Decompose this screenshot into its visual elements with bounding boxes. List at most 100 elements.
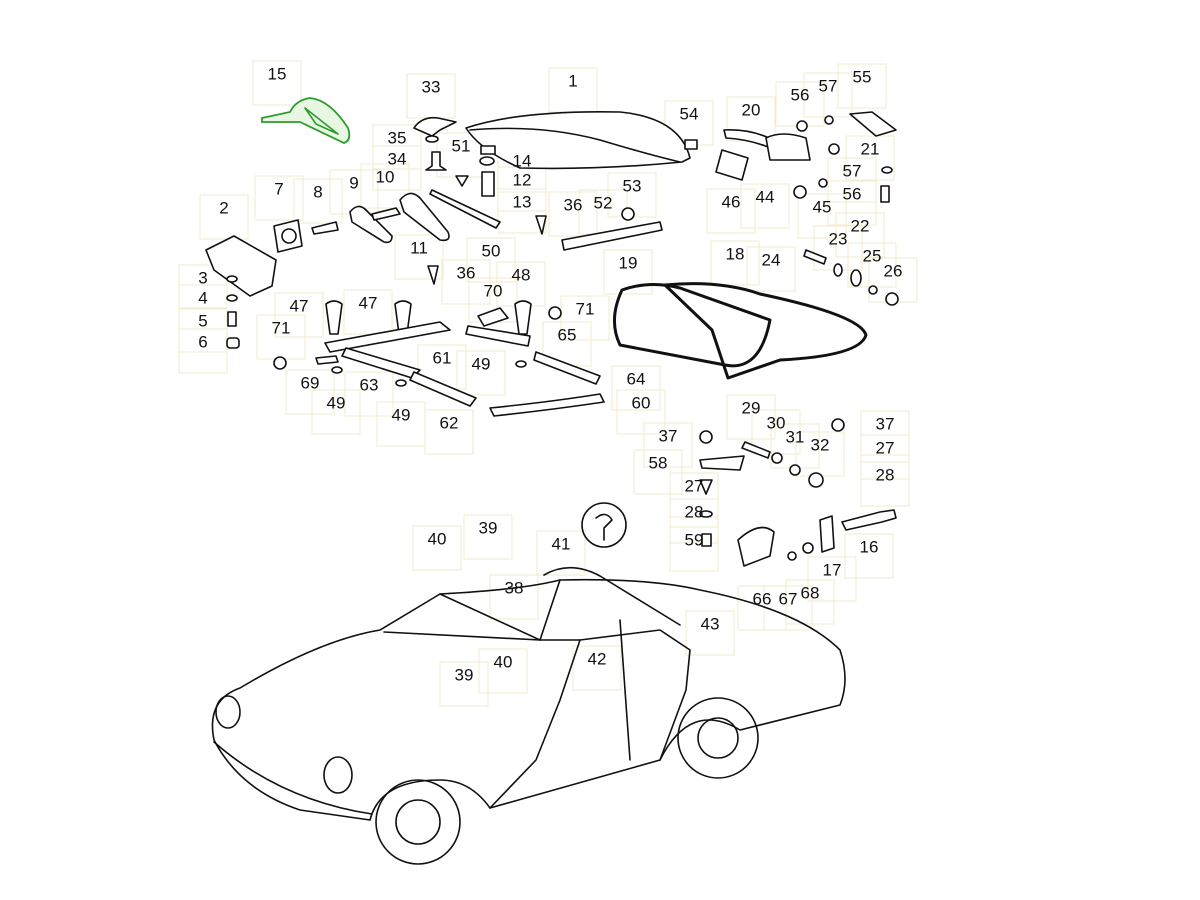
part-label-32[interactable]: 32: [811, 435, 830, 454]
part-label-45[interactable]: 45: [813, 197, 832, 216]
part-65-rail[interactable]: [465, 325, 531, 347]
part-label-31[interactable]: 31: [786, 427, 805, 446]
part-label-64[interactable]: 64: [627, 369, 646, 388]
part-label-23[interactable]: 23: [829, 229, 848, 248]
part-label-2[interactable]: 2: [219, 198, 228, 217]
part-label-54[interactable]: 54: [680, 104, 699, 123]
part-53-screw[interactable]: [621, 207, 635, 221]
part-61-rail[interactable]: [324, 321, 451, 353]
part-label-40[interactable]: 40: [428, 529, 447, 548]
part-label-3[interactable]: 3: [198, 268, 207, 287]
part-52-strip[interactable]: [561, 221, 663, 251]
part-64-rail[interactable]: [533, 351, 601, 385]
part-label-47[interactable]: 47: [290, 296, 309, 315]
part-label-49[interactable]: 49: [472, 354, 491, 373]
part-label-4[interactable]: 4: [198, 288, 207, 307]
part-label-47[interactable]: 47: [359, 293, 378, 312]
part-13[interactable]: [481, 171, 495, 197]
part-label-42[interactable]: 42: [588, 649, 607, 668]
part-label-65[interactable]: 65: [558, 325, 577, 344]
part-label-29[interactable]: 29: [742, 398, 761, 417]
part-label-10[interactable]: 10: [376, 167, 395, 186]
part-label-71[interactable]: 71: [576, 299, 595, 318]
part-2-latch[interactable]: [205, 235, 277, 297]
part-12[interactable]: [479, 156, 495, 166]
part-label-33[interactable]: 33: [422, 77, 441, 96]
part-label-19[interactable]: 19: [619, 253, 638, 272]
part-label-48[interactable]: 48: [512, 265, 531, 284]
part-label-58[interactable]: 58: [649, 453, 668, 472]
part-label-49[interactable]: 49: [392, 405, 411, 424]
part-label-27[interactable]: 27: [685, 476, 704, 495]
part-14[interactable]: [480, 145, 496, 155]
part-label-57[interactable]: 57: [819, 76, 838, 95]
part-15-handle[interactable]: [261, 97, 351, 144]
part-1-hardtop[interactable]: [465, 111, 691, 170]
part-label-11[interactable]: 11: [410, 238, 428, 257]
part-label-18[interactable]: 18: [726, 244, 745, 263]
part-label-56[interactable]: 56: [791, 85, 810, 104]
part-label-52[interactable]: 52: [594, 193, 613, 212]
part-label-59[interactable]: 59: [685, 530, 704, 549]
part-8[interactable]: [311, 221, 339, 235]
part-label-53[interactable]: 53: [623, 176, 642, 195]
part-label-28[interactable]: 28: [876, 465, 895, 484]
part-label-30[interactable]: 30: [767, 413, 786, 432]
part-label-41[interactable]: 41: [552, 534, 571, 553]
part-label-8[interactable]: 8: [313, 182, 322, 201]
part-label-50[interactable]: 50: [482, 241, 501, 260]
part-label-49[interactable]: 49: [327, 393, 346, 412]
part-label-56[interactable]: 56: [843, 184, 862, 203]
part-label-60[interactable]: 60: [632, 393, 651, 412]
part-11[interactable]: [399, 192, 450, 242]
part-label-17[interactable]: 17: [823, 560, 842, 579]
part-label-70[interactable]: 70: [484, 281, 503, 300]
part-label-71[interactable]: 71: [272, 318, 291, 337]
part-label-36[interactable]: 36: [564, 195, 583, 214]
part-label-22[interactable]: 22: [851, 216, 870, 235]
part-62-rail[interactable]: [409, 371, 477, 407]
part-label-38[interactable]: 38: [505, 578, 524, 597]
part-label-69[interactable]: 69: [301, 373, 320, 392]
part-label-37[interactable]: 37: [659, 426, 678, 445]
part-35[interactable]: [425, 135, 439, 143]
part-label-27[interactable]: 27: [876, 438, 895, 457]
part-label-24[interactable]: 24: [762, 250, 781, 269]
part-label-12[interactable]: 12: [513, 170, 532, 189]
part-label-34[interactable]: 34: [388, 149, 407, 168]
part-label-20[interactable]: 20: [742, 100, 761, 119]
part-label-15[interactable]: 15: [268, 64, 287, 83]
part-50[interactable]: [429, 189, 501, 229]
part-label-39[interactable]: 39: [479, 518, 498, 537]
part-10[interactable]: [371, 207, 401, 221]
part-label-16[interactable]: 16: [860, 537, 879, 556]
part-label-37[interactable]: 37: [876, 414, 895, 433]
part-label-6[interactable]: 6: [198, 332, 207, 351]
part-label-43[interactable]: 43: [701, 614, 720, 633]
part-18-19-frames[interactable]: [613, 282, 868, 380]
part-51[interactable]: [455, 175, 469, 187]
part-label-57[interactable]: 57: [843, 161, 862, 180]
part-label-7[interactable]: 7: [274, 179, 283, 198]
part-63-rail[interactable]: [341, 347, 421, 379]
part-33[interactable]: [413, 116, 457, 137]
part-label-51[interactable]: 51: [452, 136, 471, 155]
part-label-40[interactable]: 40: [494, 652, 513, 671]
part-label-28[interactable]: 28: [685, 502, 704, 521]
part-label-55[interactable]: 55: [853, 67, 872, 86]
part-label-14[interactable]: 14: [513, 151, 532, 170]
part-60-rail[interactable]: [489, 393, 605, 417]
part-label-61[interactable]: 61: [433, 348, 452, 367]
part-label-5[interactable]: 5: [198, 311, 207, 330]
part-54[interactable]: [684, 139, 698, 150]
part-label-66[interactable]: 66: [753, 589, 772, 608]
part-label-26[interactable]: 26: [884, 261, 903, 280]
part-label-68[interactable]: 68: [801, 583, 820, 602]
part-34[interactable]: [425, 151, 447, 171]
part-label-62[interactable]: 62: [440, 413, 459, 432]
part-label-25[interactable]: 25: [863, 246, 882, 265]
part-9[interactable]: [349, 205, 393, 244]
part-label-1[interactable]: 1: [568, 71, 577, 90]
part-label-13[interactable]: 13: [513, 192, 532, 211]
part-label-67[interactable]: 67: [779, 589, 798, 608]
